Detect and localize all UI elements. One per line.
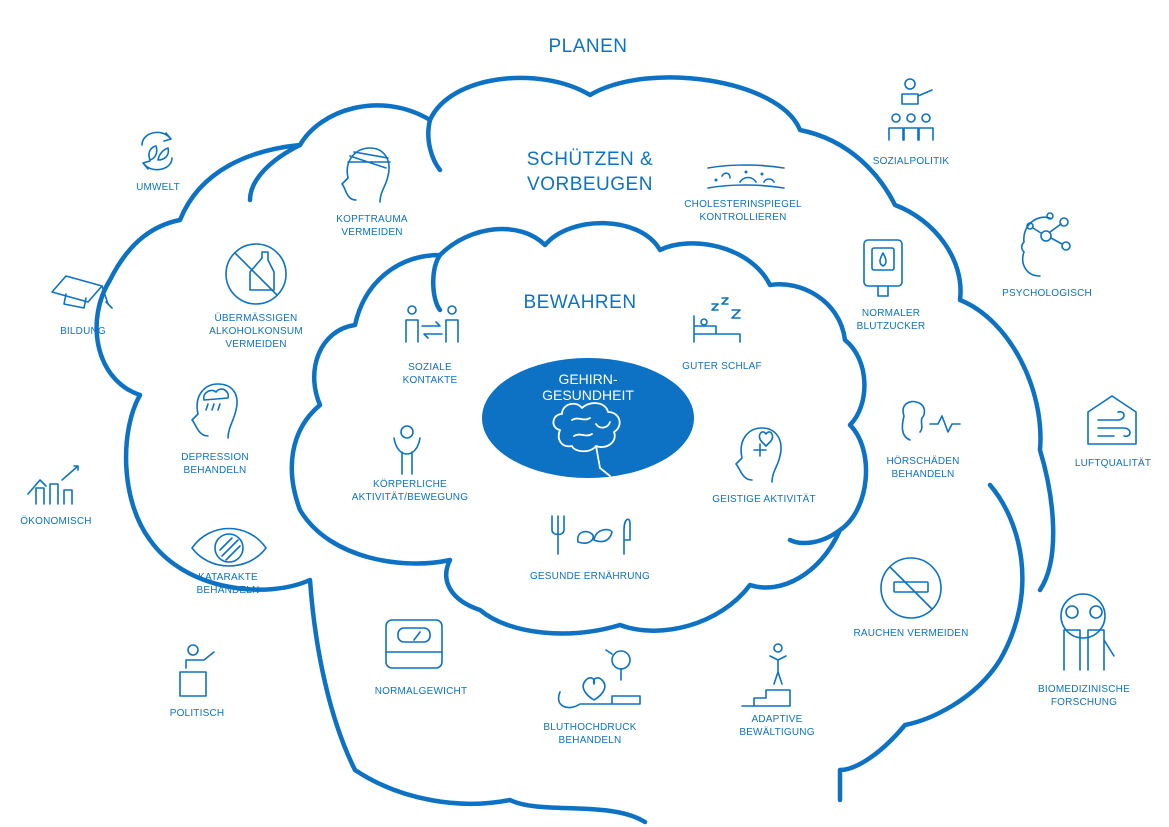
head-network-icon [1020,212,1071,277]
label-rauchen: RAUCHEN VERMEIDEN [853,628,968,639]
label-soziale-line1: SOZIALE [408,362,452,373]
label-depression-line1: DEPRESSION [181,452,249,463]
center-brain-health: GEHIRN- GESUNDHEIT [482,358,694,478]
luftqualitaet-group: LUFTQUALITÄT [1075,395,1151,469]
glucose-meter-icon [863,239,903,297]
label-normalgewicht: NORMALGEWICHT [375,686,468,697]
label-luftqualitaet: LUFTQUALITÄT [1075,457,1151,469]
label-schlaf: GUTER SCHLAF [682,361,762,372]
head-heart-cross-icon [735,427,782,483]
oekonomisch-group: ÖKONOMISCH [20,465,92,527]
label-depression-line2: BEHANDELN [184,465,247,476]
label-koerper-line2: AKTIVITÄT/BEWEGUNG [352,491,468,503]
stairs-person-icon [741,643,791,707]
center-label-line2: GESUNDHEIT [542,387,634,403]
rauchen-group: RAUCHEN VERMEIDEN [853,557,968,639]
koerper-group: KÖRPERLICHE AKTIVITÄT/BEWEGUNG [352,425,468,503]
label-koerper-line1: KÖRPERLICHE [373,478,447,490]
schuetzen-title-line2: VORBEUGEN [527,174,653,195]
label-geistig: GEISTIGE AKTIVITÄT [712,493,816,505]
eye-icon [191,527,267,567]
label-sozialpolitik: SOZIALPOLITIK [873,156,950,167]
head-rain-cloud-icon [191,383,238,439]
cholesterin-group: CHOLESTERINSPIEGEL KONTROLLIEREN [684,164,802,223]
label-cholesterin-line1: CHOLESTERINSPIEGEL [684,199,802,210]
speaker-audience-icon [888,78,934,141]
bluthochdruck-group: BLUTHOCHDRUCK BEHANDELN [543,649,641,746]
podium-speaker-icon [179,644,215,697]
artery-plaque-icon [707,164,785,189]
scale-icon [385,619,443,669]
label-hoer-line1: HÖRSCHÄDEN [886,455,959,467]
label-ernaehrung: GESUNDE ERNÄHRUNG [530,570,650,582]
geistig-group: GEISTIGE AKTIVITÄT [712,427,816,505]
label-adaptive-line1: ADAPTIVE [751,714,802,725]
label-oekonomisch: ÖKONOMISCH [20,515,91,527]
label-alkohol-line3: VERMEIDEN [225,339,286,350]
ear-icon [901,400,961,441]
depression-group: DEPRESSION BEHANDELN [181,383,249,476]
label-alkohol-line2: ALKOHOLKONSUM [209,326,303,337]
alkohol-group: ÜBERMÄSSIGEN ALKOHOLKONSUM VERMEIDEN [209,243,303,350]
label-kopftrauma-line1: KOPFTRAUMA [336,214,408,225]
umwelt-group: UMWELT [136,131,180,193]
planen-title: PLANEN [548,36,627,57]
label-hoer-line2: BEHANDELN [892,469,955,480]
normalgewicht-group: NORMALGEWICHT [375,619,468,697]
bildung-group: BILDUNG [51,275,113,337]
schuetzen-title-line1: SCHÜTZEN & [527,149,653,170]
label-bildung: BILDUNG [60,326,106,337]
label-adaptive-line2: BEWÄLTIGUNG [739,726,814,738]
psychologisch-group: PSYCHOLOGISCH [1002,212,1092,299]
ernaehrung-group: GESUNDE ERNÄHRUNG [530,515,650,582]
biomed-group: BIOMEDIZINISCHE FORSCHUNG [1038,593,1130,708]
person-arms-up-icon [393,425,421,475]
label-bluthochdruck-line2: BEHANDELN [559,735,622,746]
label-blutzucker-line1: NORMALER [862,308,920,319]
economy-chart-icon [27,465,79,505]
bewahren-title: BEWAHREN [523,292,636,313]
label-umwelt: UMWELT [136,182,180,193]
kopftrauma-group: KOPFTRAUMA VERMEIDEN [336,147,408,238]
soziale-group: SOZIALE KONTAKTE [403,305,459,386]
center-label-line1: GEHIRN- [558,371,617,387]
label-kopftrauma-line2: VERMEIDEN [341,227,402,238]
bed-zzz-icon [693,297,741,343]
adaptive-group: ADAPTIVE BEWÄLTIGUNG [739,643,814,738]
recycle-leaf-icon [141,131,173,171]
researchers-icon [1060,593,1115,671]
outer-cloud [94,75,1056,825]
label-alkohol-line1: ÜBERMÄSSIGEN [215,312,298,324]
blood-pressure-icon [557,649,641,709]
katarakte-group: KATARAKTE BEHANDELN [191,527,267,596]
graduation-cap-icon [51,275,113,309]
label-biomed-line1: BIOMEDIZINISCHE [1038,684,1130,695]
label-politisch: POLITISCH [170,708,225,719]
house-wind-icon [1087,395,1137,445]
label-soziale-line2: KONTAKTE [403,375,458,386]
no-alcohol-icon [225,243,287,305]
label-cholesterin-line2: KONTROLLIEREN [699,212,786,223]
label-blutzucker-line2: BLUTZUCKER [857,321,926,332]
blutzucker-group: NORMALER BLUTZUCKER [857,239,926,332]
fork-leaf-knife-icon [551,515,631,555]
head-bandage-icon [341,147,391,203]
politisch-group: POLITISCH [170,644,225,719]
label-biomed-line2: FORSCHUNG [1051,697,1117,708]
label-katarakte-line1: KATARAKTE [198,572,258,583]
label-katarakte-line2: BEHANDELN [197,585,260,596]
brain-icon [552,402,621,477]
label-bluthochdruck-line1: BLUTHOCHDRUCK [543,722,636,733]
inner-cloud [289,220,869,636]
label-psychologisch: PSYCHOLOGISCH [1002,288,1092,299]
sozialpolitik-group: SOZIALPOLITIK [873,78,950,167]
no-smoking-icon [880,557,942,619]
two-people-exchange-icon [405,305,459,343]
hoer-group: HÖRSCHÄDEN BEHANDELN [886,400,961,480]
schlaf-group: GUTER SCHLAF [682,297,762,372]
